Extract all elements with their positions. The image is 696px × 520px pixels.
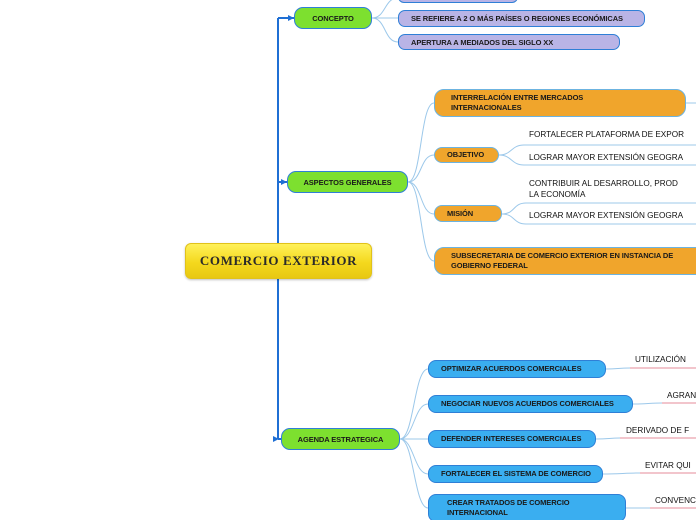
agenda-item-5[interactable]: CREAR TRATADOS DE COMERCIO INTERNACIONAL <box>428 494 626 520</box>
agenda-item-4[interactable]: FORTALECER EL SISTEMA DE COMERCIO <box>428 465 603 483</box>
agenda-item-5-label: CREAR TRATADOS DE COMERCIO INTERNACIONAL <box>447 498 570 517</box>
agenda-item-1[interactable]: OPTIMIZAR ACUERDOS COMERCIALES <box>428 360 606 378</box>
concepto-item-2[interactable]: APERTURA A MEDIADOS DEL SIGLO XX <box>398 34 620 50</box>
objetivo-item-2: LOGRAR MAYOR EXTENSIÓN GEOGRA <box>529 153 684 162</box>
agenda-note-5: CONVENC <box>655 496 696 505</box>
agenda-item-1-label: OPTIMIZAR ACUERDOS COMERCIALES <box>441 364 582 373</box>
interrelacion-node[interactable]: INTERRELACIÓN ENTRE MERCADOS INTERNACION… <box>434 89 686 117</box>
objetivo-label: OBJETIVO <box>447 150 485 159</box>
concepto-item-1[interactable]: SE REFIERE A 2 O MÁS PAÍSES O REGIONES E… <box>398 10 645 27</box>
agenda-item-2[interactable]: NEGOCIAR NUEVOS ACUERDOS COMERCIALES <box>428 395 633 413</box>
arrow-agenda <box>273 436 279 442</box>
agenda-item-4-label: FORTALECER EL SISTEMA DE COMERCIO <box>441 469 591 478</box>
arrow-aspectos <box>281 179 287 185</box>
concepto-node[interactable]: CONCEPTO <box>294 7 372 29</box>
aspectos-node[interactable]: ASPECTOS GENERALES <box>287 171 408 193</box>
agenda-label: AGENDA ESTRATEGICA <box>297 434 384 444</box>
root-label: COMERCIO EXTERIOR <box>199 253 358 268</box>
arrow-concepto <box>288 15 294 21</box>
agenda-note-3: DERIVADO DE F <box>626 426 690 435</box>
concepto-item-2-label: APERTURA A MEDIADOS DEL SIGLO XX <box>411 37 554 47</box>
mision-item-1-cont: LA ECONOMÍA <box>529 190 586 199</box>
concepto-item-1-label: SE REFIERE A 2 O MÁS PAÍSES O REGIONES E… <box>411 14 623 23</box>
root-node[interactable]: COMERCIO EXTERIOR <box>185 243 372 279</box>
agenda-note-4: EVITAR QUI <box>645 461 691 470</box>
subsecretaria-node[interactable]: SUBSECRETARIA DE COMERCIO EXTERIOR EN IN… <box>434 247 696 275</box>
agenda-node[interactable]: AGENDA ESTRATEGICA <box>281 428 400 450</box>
subsecretaria-label: SUBSECRETARIA DE COMERCIO EXTERIOR EN IN… <box>451 251 674 270</box>
agenda-item-3-label: DEFENDER INTERESES COMERCIALES <box>441 434 582 443</box>
mision-node[interactable]: MISIÓN <box>434 205 502 222</box>
agenda-note-1: UTILIZACIÓN <box>635 355 686 364</box>
agenda-note-2: AGRAN <box>667 391 696 400</box>
mision-label: MISIÓN <box>447 208 474 218</box>
objetivo-node[interactable]: OBJETIVO <box>434 147 499 163</box>
aspectos-label: ASPECTOS GENERALES <box>303 177 392 187</box>
agenda-item-3[interactable]: DEFENDER INTERESES COMERCIALES <box>428 430 596 448</box>
concepto-item-top-partial[interactable] <box>398 0 518 3</box>
interrelacion-label: INTERRELACIÓN ENTRE MERCADOS INTERNACION… <box>451 93 584 112</box>
objetivo-item-1: FORTALECER PLATAFORMA DE EXPOR <box>529 130 684 139</box>
concepto-label: CONCEPTO <box>312 13 354 23</box>
agenda-item-2-label: NEGOCIAR NUEVOS ACUERDOS COMERCIALES <box>441 399 614 408</box>
mision-item-1: CONTRIBUIR AL DESARROLLO, PROD <box>529 179 678 188</box>
mision-item-2: LOGRAR MAYOR EXTENSIÓN GEOGRA <box>529 211 684 220</box>
